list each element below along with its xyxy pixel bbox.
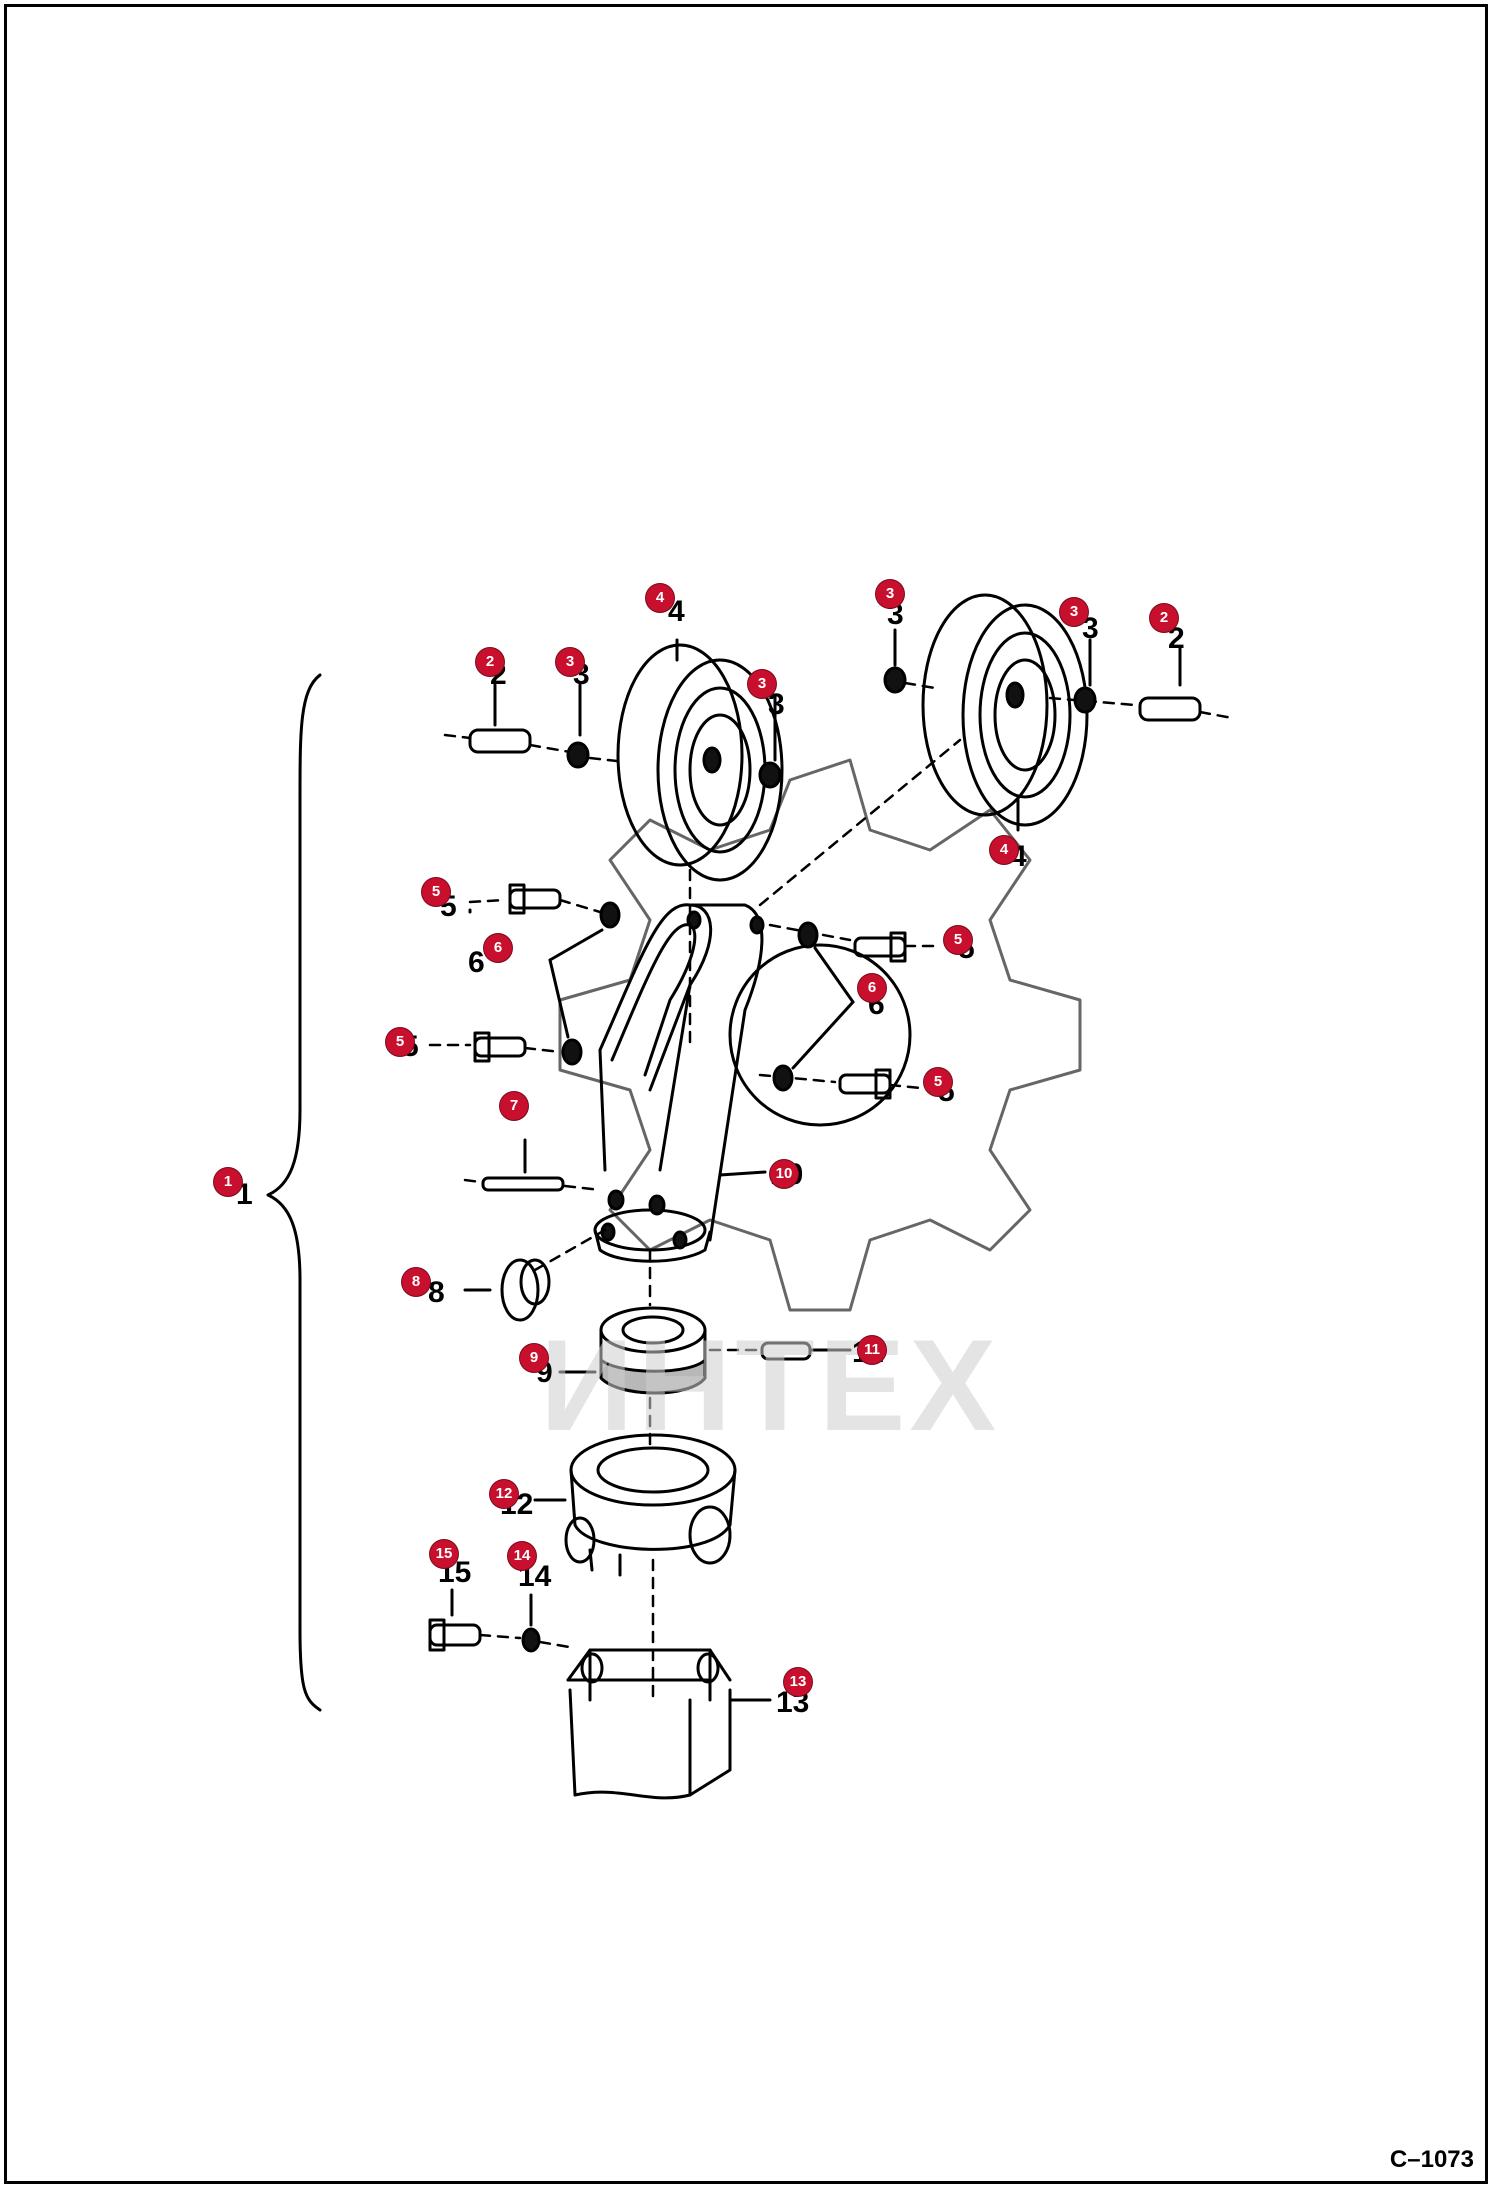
figure-code: C–1073 xyxy=(1389,2146,1474,2173)
callout-5[interactable]: 5 xyxy=(386,1028,414,1056)
callout-1[interactable]: 1 xyxy=(214,1168,242,1196)
callout-3[interactable]: 3 xyxy=(1060,598,1088,626)
watermark-gear-icon xyxy=(558,758,1082,1312)
roller-item-8 xyxy=(463,1228,607,1322)
watermark-text: ИНТЕХ xyxy=(540,1312,1001,1458)
washers xyxy=(561,901,819,1092)
callout-4[interactable]: 4 xyxy=(646,584,674,612)
callout-3[interactable]: 3 xyxy=(876,580,904,608)
callout-14[interactable]: 14 xyxy=(508,1542,536,1570)
callout-9[interactable]: 9 xyxy=(520,1344,548,1372)
callout-6[interactable]: 6 xyxy=(484,934,512,962)
housing-item-12 xyxy=(533,1433,737,1577)
callout-2[interactable]: 2 xyxy=(1150,604,1178,632)
part-number: 8 xyxy=(428,1276,445,1309)
right-nut-inner xyxy=(883,666,937,694)
bolt-lower-left xyxy=(428,1031,562,1063)
part-number: 3 xyxy=(768,688,785,721)
callout-5[interactable]: 5 xyxy=(422,878,450,906)
right-pulley xyxy=(921,593,1089,827)
callout-12[interactable]: 12 xyxy=(490,1480,518,1508)
left-nut-outer xyxy=(566,741,627,769)
callout-4[interactable]: 4 xyxy=(990,836,1018,864)
idler-arm xyxy=(593,903,765,1263)
bolt-upper-left xyxy=(468,883,602,915)
callout-13[interactable]: 13 xyxy=(784,1668,812,1696)
callout-3[interactable]: 3 xyxy=(556,648,584,676)
part-number: 6 xyxy=(468,946,485,979)
part-number: 2 xyxy=(1168,622,1185,655)
callout-8[interactable]: 8 xyxy=(402,1268,430,1296)
callout-3[interactable]: 3 xyxy=(748,670,776,698)
callout-7[interactable]: 7 xyxy=(500,1092,528,1120)
callout-10[interactable]: 10 xyxy=(770,1160,798,1188)
bolt-item-11 xyxy=(760,1341,852,1361)
callout-5[interactable]: 5 xyxy=(924,1068,952,1096)
callout-6[interactable]: 6 xyxy=(858,974,886,1002)
right-nut-outer xyxy=(1073,686,1097,714)
bearing-item-9 xyxy=(558,1306,707,1395)
callout-11[interactable]: 11 xyxy=(858,1336,886,1364)
callout-2[interactable]: 2 xyxy=(476,648,504,676)
mount-tube-item-13 xyxy=(566,1648,772,1800)
left-pin xyxy=(443,728,572,754)
callout-5[interactable]: 5 xyxy=(944,926,972,954)
pin-item-7 xyxy=(463,1138,602,1192)
bolt-upper-right xyxy=(768,923,937,963)
left-nut-inner xyxy=(758,761,782,789)
washer-item-14 xyxy=(521,1593,577,1653)
part-number: 3 xyxy=(1082,612,1099,645)
page-frame xyxy=(4,4,1488,2184)
bolt-item-15 xyxy=(428,1588,522,1652)
callout-15[interactable]: 15 xyxy=(430,1540,458,1568)
left-pulley xyxy=(616,643,784,882)
bolt-lower-right xyxy=(758,1068,922,1100)
assembly-brace xyxy=(266,673,322,1712)
